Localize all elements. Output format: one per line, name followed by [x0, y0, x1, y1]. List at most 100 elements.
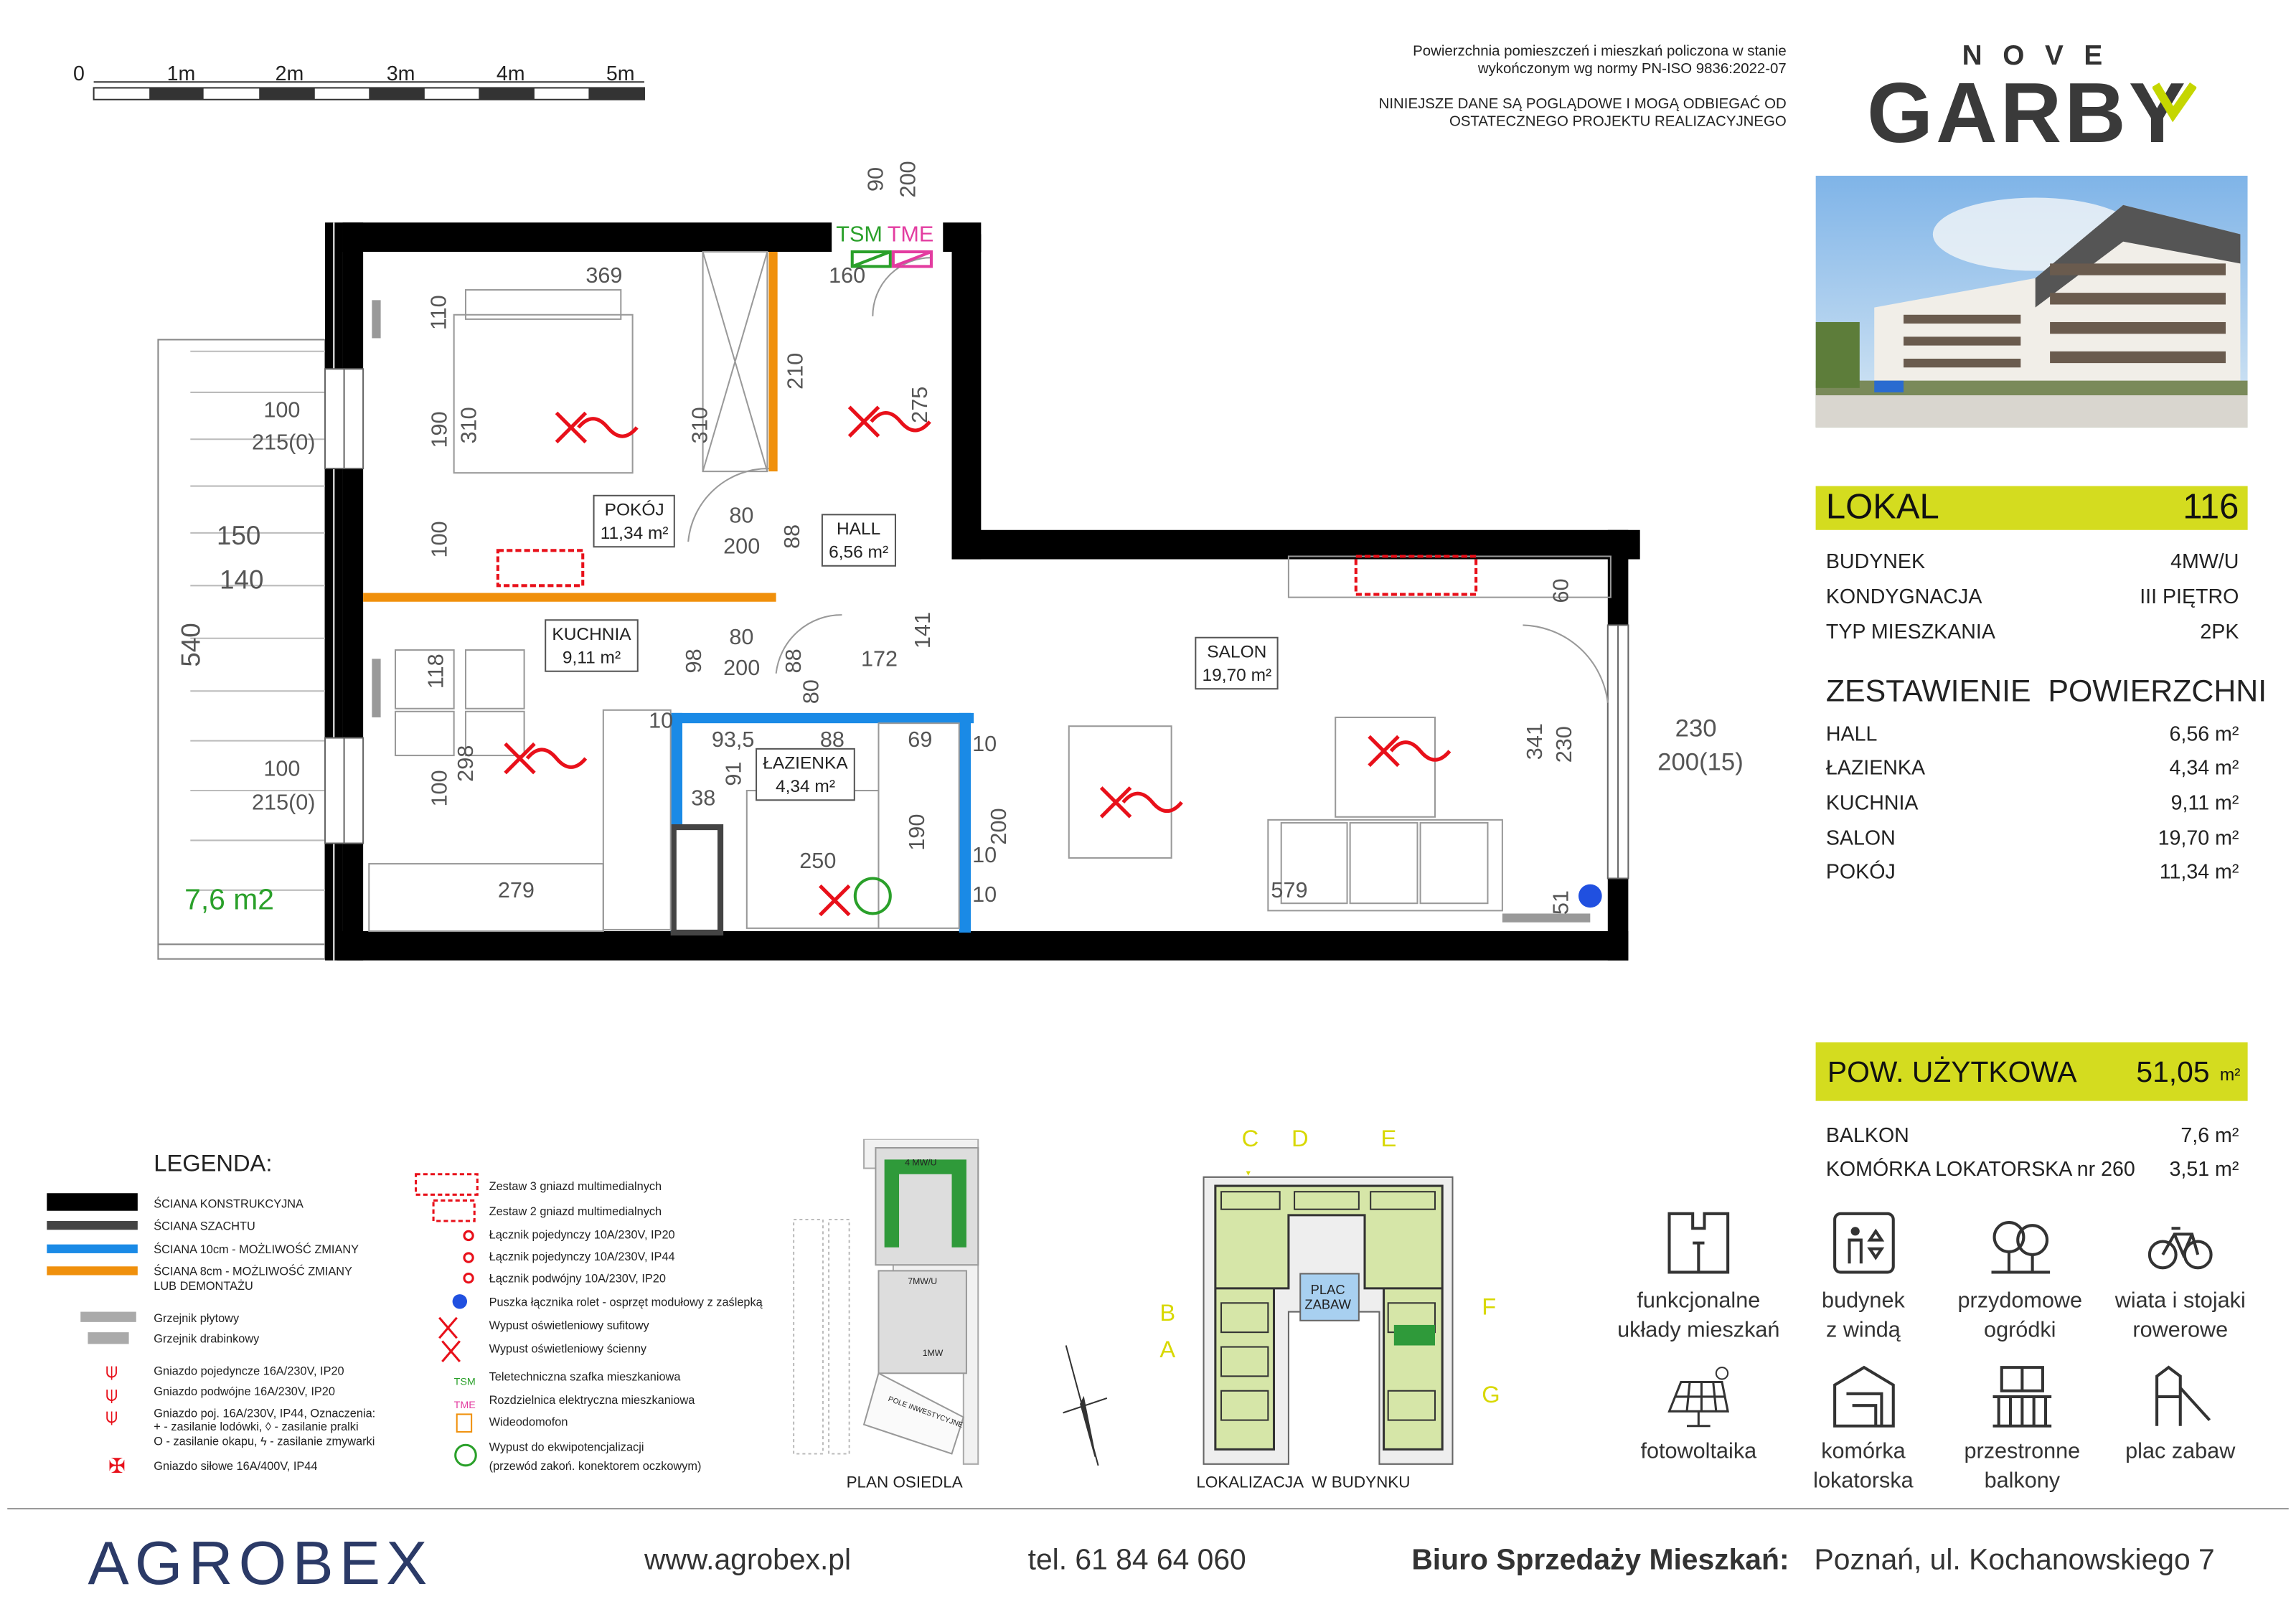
legend-item: Łącznik pojedynczy 10A/230V, IP44	[489, 1250, 675, 1264]
dimension-label: 10	[649, 708, 674, 734]
dimension-label: 200	[723, 534, 761, 560]
legend-item: Gniazdo poj. 16A/230V, IP44, Oznaczenia:	[154, 1407, 376, 1420]
footer-divider	[7, 1508, 2289, 1510]
dimension-label: 200	[723, 656, 761, 681]
website-link[interactable]: www.agrobex.pl	[644, 1545, 852, 1577]
dimension-label: 140	[220, 565, 264, 595]
legend-item: (przewód zakoń. konektorem oczkowym)	[489, 1459, 702, 1474]
scale-label: 2m	[275, 61, 304, 85]
dimension-label: 118	[423, 654, 449, 689]
legend-item: Grzejnik drabinkowy	[154, 1332, 260, 1346]
dimension-label: 230	[1552, 726, 1577, 763]
room-area: 19,70 m²	[1202, 664, 1272, 686]
equipotential-icon	[853, 877, 892, 915]
room-name: SALON	[1207, 641, 1267, 662]
dimension-label: 230	[1675, 714, 1717, 742]
agrobex-logo: AGROBEX	[88, 1528, 433, 1598]
dimension-label: 275	[908, 386, 933, 423]
north-arrow-icon	[1063, 1345, 1108, 1466]
summary-row: HALL 6,56 m²	[1826, 722, 2239, 745]
dimension-label: 80	[729, 504, 754, 529]
dimension-label: 298	[453, 745, 479, 782]
scale-label: 5m	[606, 61, 635, 85]
feature-solar: fotowoltaika	[1611, 1362, 1787, 1467]
dimension-label: 200	[987, 808, 1012, 845]
site-plan-caption: PLAN OSIEDLA	[846, 1474, 963, 1492]
legend-item: ŚCIANA SZACHTU	[154, 1219, 255, 1233]
summary-value: 6,56 m²	[2169, 722, 2239, 745]
room-area: 9,11 m²	[562, 647, 621, 668]
playground-label-line: ZABAW	[1304, 1297, 1351, 1312]
legend-item: O - zasilanie okapu, ϟ - zasilanie zmywa…	[154, 1434, 375, 1448]
dimension-label: 100	[427, 770, 453, 807]
summary-title: ZESTAWIENIE POWIERZCHNI	[1825, 674, 2267, 709]
office-label: Biuro Sprzedaży Mieszkań:	[1411, 1545, 1789, 1577]
building-location-caption: LOKALIZACJA W BUDYNKU	[1196, 1474, 1411, 1492]
site-label: 7MW/U	[908, 1278, 938, 1287]
dimension-label: 38	[691, 786, 716, 811]
legend-item: Łącznik pojedynczy 10A/230V, IP20	[489, 1228, 675, 1242]
legend-item: Rozdzielnica elektryczna mieszkaniowa	[489, 1393, 695, 1408]
feature-label: z windą	[1826, 1317, 1901, 1343]
summary-row: KUCHNIA 9,11 m²	[1826, 791, 2239, 814]
room-name: POKÓJ	[604, 499, 664, 520]
feature-playground: plac zabaw	[2094, 1362, 2267, 1467]
dimension-label: 10	[972, 732, 997, 758]
garden-icon	[1990, 1221, 2050, 1274]
room-name: KUCHNIA	[552, 623, 631, 644]
summary-value: 4,34 m²	[2169, 755, 2239, 779]
dimension-label: 150	[217, 521, 261, 551]
dimension-label: 100	[263, 757, 301, 782]
dimension-label: 540	[176, 623, 206, 667]
entrance-label: E	[1380, 1127, 1397, 1153]
dimension-label: 172	[860, 647, 898, 672]
svg-text:TSM: TSM	[454, 1377, 476, 1388]
feature-label: plac zabaw	[2125, 1439, 2236, 1464]
dimension-label: 80	[729, 625, 754, 651]
dimension-label: 215(0)	[252, 791, 316, 816]
dimension-label: 90	[863, 166, 889, 192]
dimension-label: 341	[1523, 723, 1548, 760]
floor-plan	[157, 222, 1640, 961]
playground-icon	[2155, 1365, 2211, 1426]
feature-label: przestronne	[1964, 1439, 2081, 1464]
summary-value: 9,11 m²	[2170, 791, 2239, 814]
elevator-icon	[1832, 1212, 1894, 1274]
extra-key: KOMÓRKA LOKATORSKA nr 260	[1825, 1156, 2135, 1180]
dimension-label: 279	[497, 878, 535, 904]
dimension-label: 10	[972, 843, 997, 869]
balcony	[157, 339, 326, 960]
layout-icon	[1667, 1212, 1730, 1274]
extra-key: BALKON	[1825, 1123, 1909, 1146]
usable-label: POW. UŻYTKOWA	[1827, 1057, 2077, 1090]
dimension-label: 60	[1548, 578, 1574, 603]
scale-label: 0	[73, 61, 85, 85]
feature-label: funkcjonalne	[1637, 1288, 1761, 1314]
tsm-label: TSM	[836, 222, 883, 247]
balcony-area-label: 7,6 m2	[184, 884, 274, 917]
summary-key: KUCHNIA	[1825, 791, 1919, 814]
legend-item: LUB DEMONTAŻU	[154, 1279, 253, 1293]
legend-item: Zestaw 3 gniazd multimedialnych	[489, 1179, 662, 1194]
dimension-label: 93,5	[711, 727, 755, 753]
legend-item: ŚCIANA 10cm - MOŻLIWOŚĆ ZMIANY	[154, 1243, 359, 1257]
site-plan-map	[793, 1138, 979, 1465]
dimension-label: 51	[1548, 890, 1574, 915]
summary-key: HALL	[1825, 722, 1878, 745]
entrance-label: D	[1291, 1127, 1309, 1153]
dimension-label: 369	[585, 263, 623, 289]
logo-accent-icon	[2152, 82, 2197, 123]
building-render-image	[1815, 175, 2248, 428]
info-key: KONDYGNACJA	[1825, 584, 1982, 608]
roller-switch-icon	[1578, 884, 1602, 908]
dimension-label: 200(15)	[1657, 748, 1744, 776]
